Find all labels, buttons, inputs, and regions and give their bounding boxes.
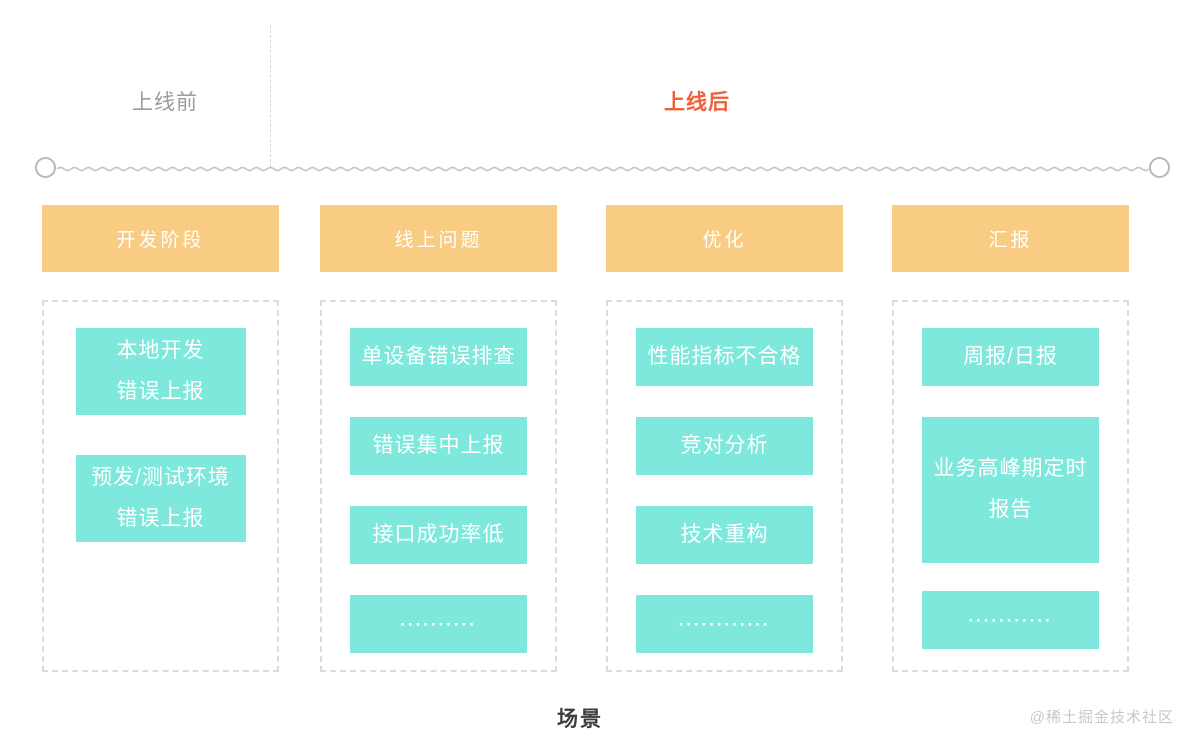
column-header-dev-stage: 开发阶段 [42, 205, 279, 272]
column-header-optimization: 优化 [606, 205, 843, 272]
panel-item-ellipsis: ·········· [350, 595, 527, 653]
phase-divider-line [270, 25, 271, 167]
column-panel-online-issues: 单设备错误排查 错误集中上报 接口成功率低 ·········· [320, 300, 557, 672]
timeline-end-circle [1149, 157, 1170, 178]
panel-item-ellipsis: ··········· [922, 591, 1099, 649]
panel-item-staging-test-error-report: 预发/测试环境 错误上报 [75, 455, 246, 542]
panel-item-local-dev-error-report: 本地开发 错误上报 [75, 328, 246, 415]
column-online-issues: 线上问题 单设备错误排查 错误集中上报 接口成功率低 ·········· [320, 205, 557, 672]
panel-item-peak-scheduled-report: 业务高峰期定时 报告 [922, 417, 1099, 563]
column-header-reporting: 汇报 [892, 205, 1129, 272]
panel-item-ellipsis: ············ [636, 595, 813, 653]
panel-item-single-device-error-check: 单设备错误排查 [350, 328, 527, 386]
column-panel-reporting: 周报/日报 业务高峰期定时 报告 ··········· [892, 300, 1129, 672]
timeline-start-circle [35, 157, 56, 178]
panel-item-error-burst-report: 错误集中上报 [350, 417, 527, 475]
panel-item-competitor-analysis: 竞对分析 [636, 417, 813, 475]
phase-label-after-launch: 上线后 [664, 91, 730, 114]
diagram-caption: 场景 [557, 708, 603, 731]
panel-item-weekly-daily-report: 周报/日报 [922, 328, 1099, 386]
panel-item-low-api-success-rate: 接口成功率低 [350, 506, 527, 564]
phase-label-before-launch: 上线前 [132, 91, 198, 114]
panel-item-perf-metrics-fail: 性能指标不合格 [636, 328, 813, 386]
watermark-text: @稀土掘金技术社区 [1029, 709, 1174, 726]
column-reporting: 汇报 周报/日报 业务高峰期定时 报告 ··········· [892, 205, 1129, 672]
timeline-squiggle-line [56, 166, 1150, 172]
column-panel-optimization: 性能指标不合格 竞对分析 技术重构 ············ [606, 300, 843, 672]
column-header-online-issues: 线上问题 [320, 205, 557, 272]
column-panel-dev-stage: 本地开发 错误上报 预发/测试环境 错误上报 [42, 300, 279, 672]
panel-item-tech-refactor: 技术重构 [636, 506, 813, 564]
column-optimization: 优化 性能指标不合格 竞对分析 技术重构 ············ [606, 205, 843, 672]
column-dev-stage: 开发阶段 本地开发 错误上报 预发/测试环境 错误上报 [42, 205, 279, 672]
